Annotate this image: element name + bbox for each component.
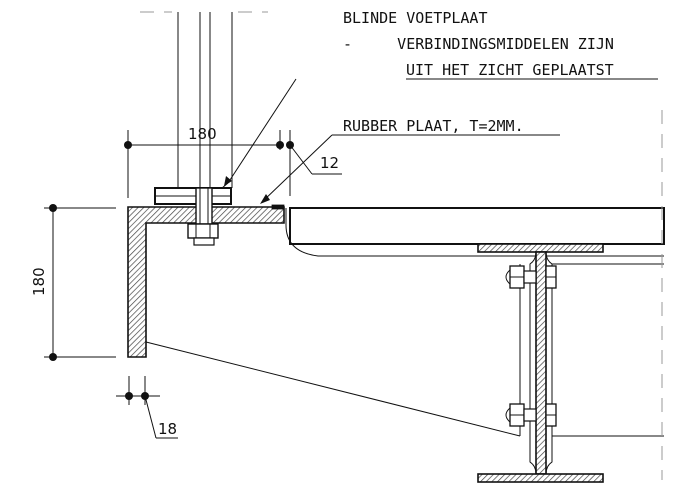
- beam-bolt-upper: [505, 265, 557, 289]
- note-rubber-plate: RUBBER PLAAT, T=2MM.: [343, 117, 524, 135]
- column-post: [140, 11, 268, 188]
- dim-angle-thickness-label: 18: [158, 420, 177, 438]
- dimension-angle-thickness: [116, 376, 178, 439]
- i-beam: [477, 243, 664, 483]
- slab: [289, 207, 665, 245]
- note-blind-plate-line2: - VERBINDINGSMIDDELEN ZIJN: [343, 35, 614, 53]
- beam-bolt-lower: [505, 403, 557, 427]
- bolt: [187, 187, 219, 246]
- note-blind-plate-line3: UIT HET ZICHT GEPLAATST: [406, 61, 614, 79]
- dimension-top-width: [124, 130, 284, 198]
- note-blind-plate-line1: BLINDE VOETPLAAT: [343, 9, 488, 27]
- leader-rubber-plate: [260, 134, 560, 204]
- leader-blind-plate: [221, 78, 658, 189]
- dim-angle-height-label: 180: [30, 267, 48, 296]
- dim-top-width-label: 180: [188, 125, 217, 143]
- bracket-diagonal: [145, 341, 521, 437]
- dimension-angle-height: [44, 204, 116, 361]
- dim-gap-label: 12: [320, 154, 339, 172]
- dimension-gap: [286, 130, 342, 196]
- rubber-plate: [271, 204, 285, 210]
